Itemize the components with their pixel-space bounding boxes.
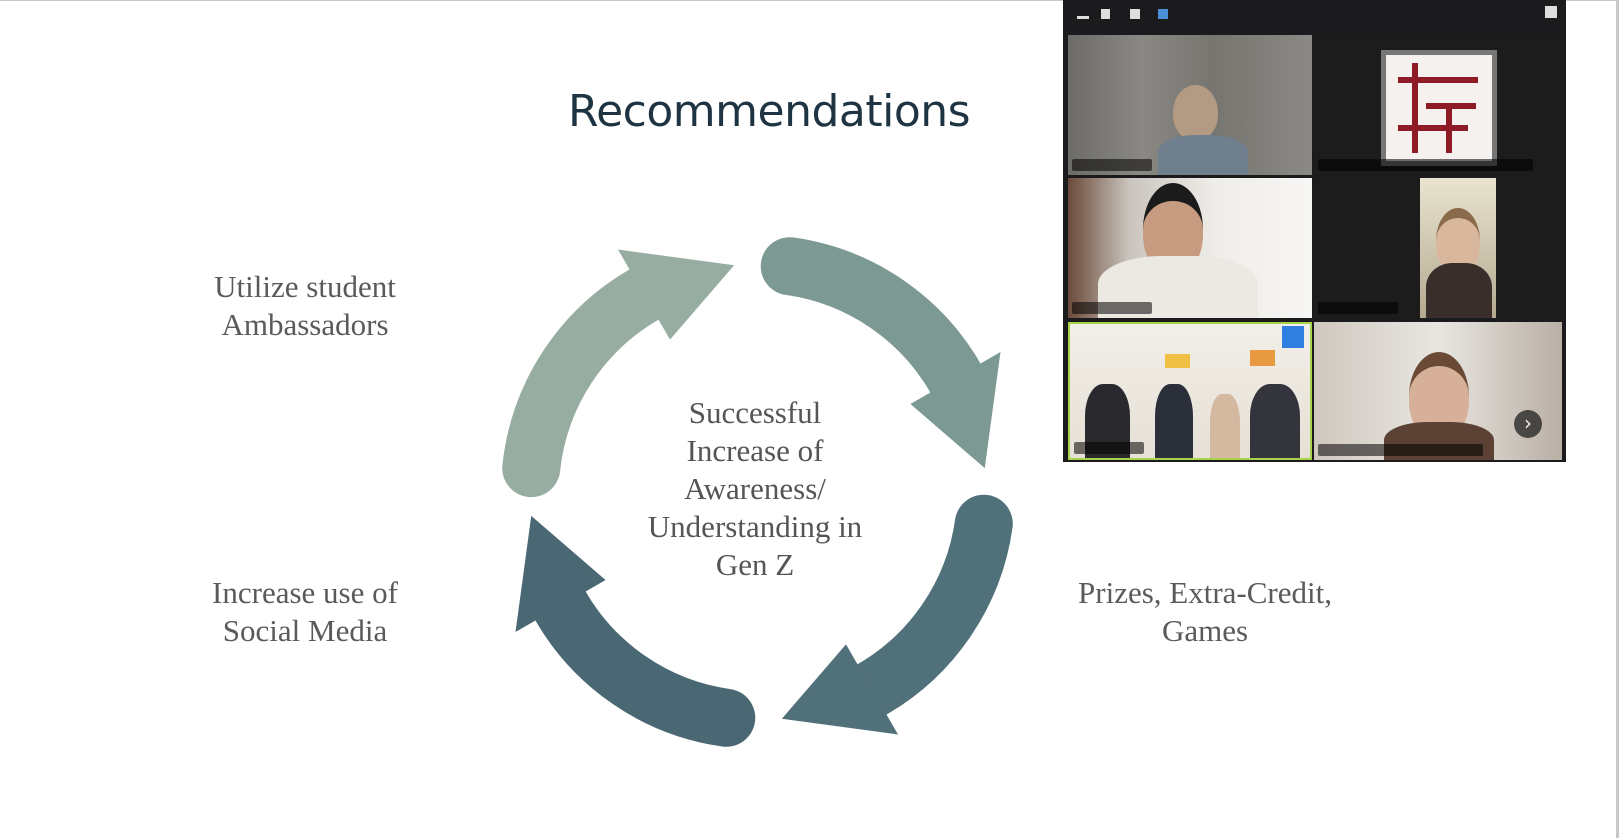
arrow-bottom-right-body: [839, 494, 1013, 721]
minimize-icon[interactable]: [1077, 16, 1089, 19]
next-page-button[interactable]: ›: [1514, 410, 1542, 438]
speaker-view-icon[interactable]: [1101, 9, 1110, 19]
video-call-panel: ›: [1063, 0, 1566, 462]
center-line: Understanding in: [647, 509, 863, 544]
center-line: Awareness/: [684, 471, 826, 506]
arrow-top-right-head: [910, 352, 1001, 469]
exit-fullscreen-icon[interactable]: [1545, 6, 1557, 18]
window-border-top: [0, 0, 1619, 1]
participant-name-tag: [1072, 302, 1152, 314]
arrow-top-left-body: [502, 263, 677, 498]
participant-video: [1173, 85, 1218, 140]
center-line: Successful: [688, 395, 822, 430]
label-line: Social Media: [222, 613, 388, 648]
gallery-view-icon[interactable]: [1130, 9, 1140, 19]
center-line: Gen Z: [715, 547, 795, 582]
arrow-bottom-right-head: [781, 644, 898, 735]
participant-tile[interactable]: [1314, 35, 1562, 175]
label-student-ambassadors: Utilize student Ambassadors: [190, 268, 420, 344]
label-prizes-games: Prizes, Extra-Credit, Games: [1050, 574, 1360, 650]
window-border-right: [1616, 0, 1619, 838]
participant-tile[interactable]: ›: [1314, 322, 1562, 460]
participant-tile[interactable]: [1314, 178, 1562, 318]
participant-tile[interactable]: [1068, 35, 1312, 175]
participant-video: [1158, 135, 1248, 175]
label-line: Prizes, Extra-Credit,: [1078, 575, 1332, 610]
label-social-media: Increase use of Social Media: [180, 574, 430, 650]
slide-title: Recommendations: [568, 86, 971, 137]
center-line: Increase of: [686, 433, 824, 468]
label-line: Games: [1161, 613, 1249, 648]
participant-tile-active-speaker[interactable]: [1068, 322, 1312, 460]
participant-video: [1420, 178, 1496, 318]
pin-icon[interactable]: [1282, 326, 1304, 348]
label-line: Ambassadors: [221, 307, 389, 342]
grid-view-icon[interactable]: [1158, 9, 1168, 19]
participant-tile[interactable]: [1068, 178, 1312, 318]
arrow-top-left-head: [618, 249, 735, 340]
organization-logo: [1381, 50, 1497, 166]
participant-name-tag: [1072, 159, 1152, 171]
cycle-center-text: Successful Increase of Awareness/ Unders…: [620, 394, 890, 584]
arrow-top-right-body: [760, 237, 987, 411]
label-line: Utilize student: [214, 269, 396, 304]
participant-name-tag: [1318, 444, 1483, 456]
label-line: Increase use of: [212, 575, 398, 610]
arrow-bottom-left-body: [529, 573, 756, 747]
arrow-bottom-left-head: [515, 515, 606, 632]
participant-name-tag: [1318, 159, 1533, 171]
participant-name-tag: [1318, 302, 1398, 314]
participant-name-tag: [1074, 442, 1144, 454]
